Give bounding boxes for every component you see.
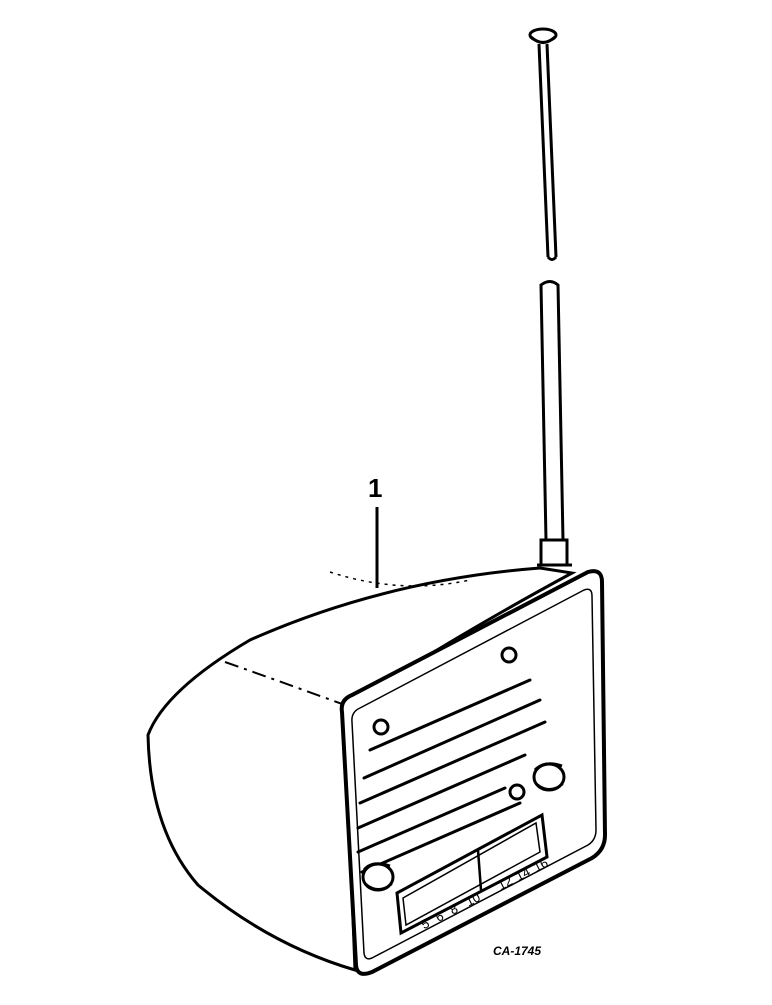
mounting-screw-top-left (372, 718, 390, 736)
tuning-knob-icon (361, 862, 395, 892)
dial-mark-12: 12 (495, 873, 515, 893)
speaker-grille (356, 678, 547, 874)
mounting-screw-top-right (500, 646, 518, 664)
antenna-lower (537, 280, 572, 567)
antenna-upper (528, 27, 558, 261)
callout-1: 1 (368, 473, 382, 588)
dial-mark-14: 14 (513, 864, 533, 884)
radio-front-panel (339, 569, 608, 976)
dial-mark-16: 16 (531, 855, 551, 875)
callout-number: 1 (368, 473, 382, 503)
dial-mark-10: 10 (463, 889, 483, 909)
mounting-screw-middle (508, 783, 526, 801)
tuning-dial: 5 6 8 10 12 14 16 (395, 812, 551, 936)
volume-knob-icon (532, 762, 566, 792)
figure-code: CA-1745 (493, 944, 541, 958)
